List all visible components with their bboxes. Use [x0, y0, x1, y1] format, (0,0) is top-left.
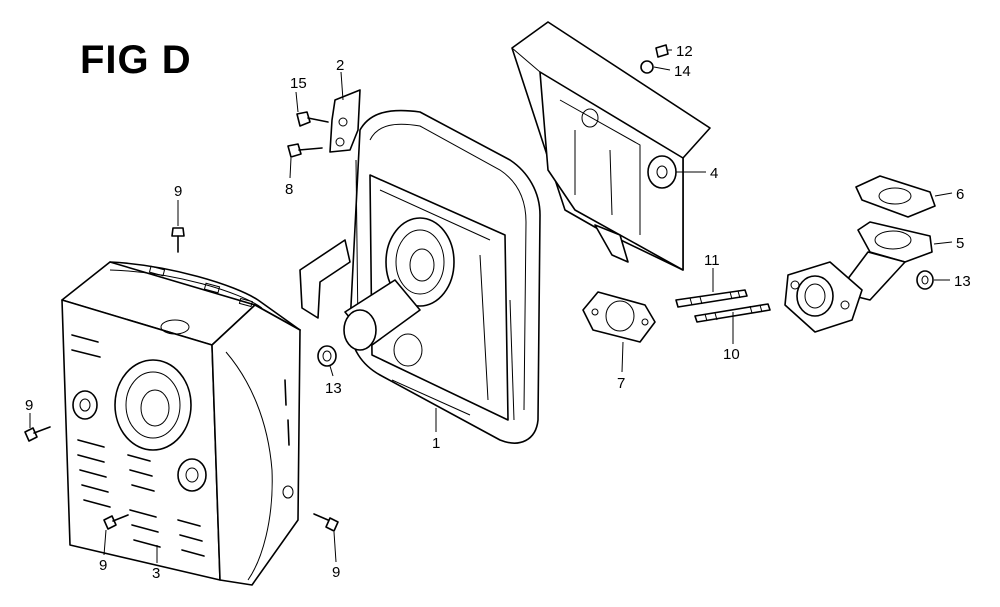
callout-2: 2 [336, 57, 344, 74]
part-muffler [299, 109, 541, 444]
callout-9: 9 [99, 557, 107, 574]
part-exhaust-pipe [784, 221, 933, 333]
callout-5: 5 [956, 235, 964, 252]
part-heat-shield [511, 21, 711, 271]
callout-9: 9 [25, 397, 33, 414]
callout-12: 12 [676, 43, 693, 60]
fasteners [24, 44, 934, 532]
callout-6: 6 [956, 186, 964, 203]
callout-7: 7 [617, 375, 625, 392]
part-studs [675, 289, 771, 323]
figure-title: FIG D [80, 38, 192, 82]
callout-1: 1 [432, 435, 440, 452]
part-bracket [329, 89, 361, 153]
callout-labels: 15 2 8 9 12 14 4 6 5 13 11 10 7 13 1 9 9… [25, 43, 971, 582]
callout-14: 14 [674, 63, 691, 80]
callout-9: 9 [332, 564, 340, 581]
callout-13: 13 [325, 380, 342, 397]
part-flange-gasket [582, 291, 656, 343]
callout-9: 9 [174, 183, 182, 200]
callout-15: 15 [290, 75, 307, 92]
callout-8: 8 [285, 181, 293, 198]
part-muffler-protector [61, 261, 301, 586]
part-gasket [855, 175, 936, 218]
leader-lines [29, 49, 953, 563]
callout-3: 3 [152, 565, 160, 582]
callout-11: 11 [704, 252, 720, 269]
callout-10: 10 [723, 346, 740, 363]
callout-4: 4 [710, 165, 718, 182]
callout-13: 13 [954, 273, 971, 290]
